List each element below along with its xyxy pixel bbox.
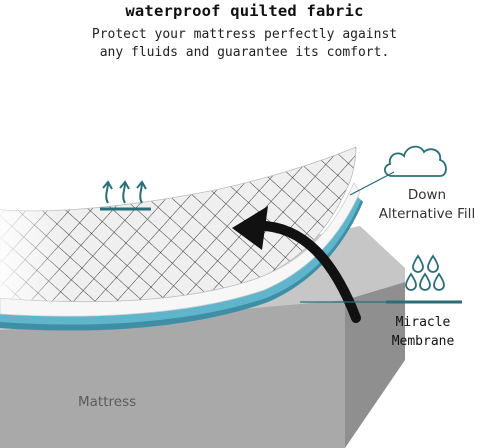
page-title: waterproof quilted fabric (125, 2, 364, 20)
down-fill-label-line-1: Down (407, 187, 447, 203)
mattress-label: Mattress (78, 394, 137, 410)
water-drops-icon (405, 254, 445, 291)
down-fill-label: Down Alternative Fill (366, 186, 488, 224)
subtitle-line-1: Protect your mattress perfectly against (91, 27, 398, 42)
page-subtitle: Protect your mattress perfectly against … (0, 26, 489, 62)
membrane-label-line-2: Membrane (391, 334, 455, 349)
membrane-label: Miracle Membrane (360, 313, 486, 351)
subtitle-line-2: any fluids and guarantee its comfort. (99, 45, 390, 60)
breathable-arrows-icon (100, 180, 151, 211)
membrane-label-line-1: Miracle (395, 315, 451, 330)
down-fill-label-line-2: Alternative Fill (378, 206, 476, 222)
down-fill-leader (349, 171, 395, 196)
cloud-icon (384, 145, 447, 177)
curved-arrow-icon (232, 206, 361, 323)
